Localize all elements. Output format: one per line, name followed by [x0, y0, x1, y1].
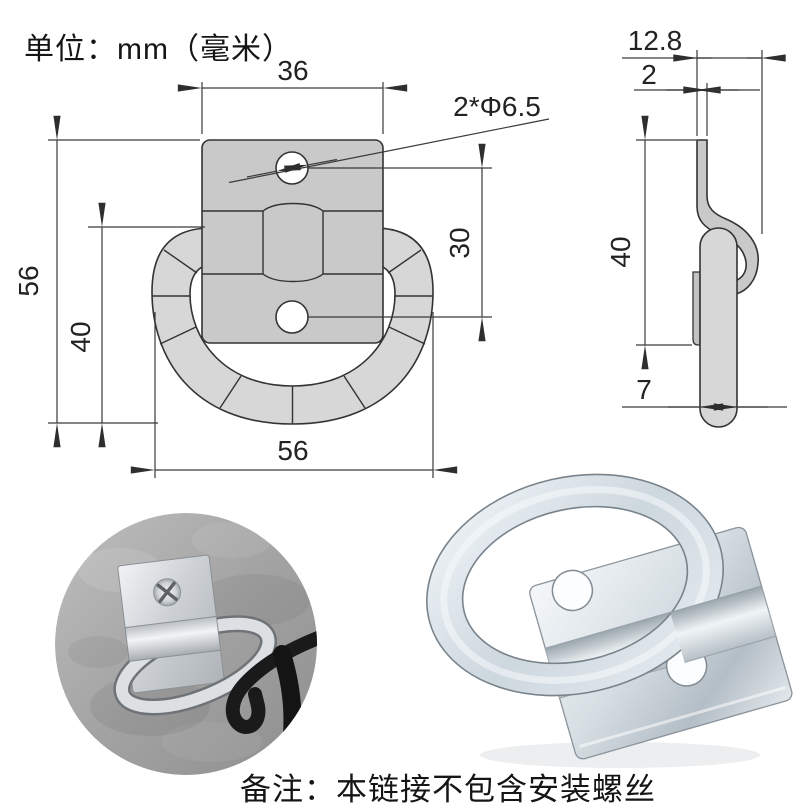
product-shadow [480, 742, 760, 768]
product-hole-top [551, 569, 594, 612]
installed-photo [55, 513, 317, 775]
installed-channel [124, 615, 222, 662]
product-ring-group [426, 473, 724, 697]
installed-anchor [113, 554, 278, 716]
phillips-screw-cross-icon [156, 581, 178, 603]
plate-channel-lines [202, 202, 383, 283]
mounting-plate-front [201, 139, 384, 344]
dim-plate-height: 40 [605, 236, 636, 267]
black-hook-shaft [273, 645, 302, 766]
product-d-ring [426, 473, 724, 697]
hole-callout-arrow-left [246, 162, 301, 178]
hole-callout-label: 2*Φ6.5 [453, 91, 541, 122]
hole-callout-leader [228, 118, 550, 184]
ring-profile-capsule [699, 227, 738, 428]
side-view-dimensions: 12.8 2 40 7 [605, 25, 787, 411]
dim-top-width: 36 [277, 55, 308, 86]
front-view-dimensions: 36 2*Φ6.5 56 40 30 56 [13, 55, 550, 478]
remark-label: 备注：本链接不包含安装螺丝 [240, 772, 656, 807]
dim-hole-spacing: 30 [444, 227, 475, 258]
plate-lower-tab [692, 271, 701, 346]
channel-over-ring-patch [670, 585, 777, 663]
ring-segment-lines [152, 249, 433, 424]
hole-callout-arrow-right [284, 158, 338, 173]
dim-bottom-width: 56 [277, 435, 308, 466]
channel-patch-edges [670, 585, 777, 663]
dim-plate-thickness: 2 [641, 59, 657, 90]
dim-overall-height: 56 [13, 265, 44, 296]
unit-label: 单位：mm（毫米） [24, 33, 293, 66]
ring-highlight [440, 486, 710, 684]
dim-ring-height: 40 [65, 321, 96, 352]
mounting-hole-bottom [275, 300, 309, 334]
product-photo [426, 473, 793, 768]
dim-wire-diameter: 7 [636, 374, 652, 405]
dim-overall-depth: 12.8 [628, 25, 683, 56]
front-view-drawing: 36 2*Φ6.5 56 40 30 56 [13, 55, 550, 478]
plate-bottom-edge-highlight [579, 686, 786, 748]
side-view-drawing: 12.8 2 40 7 [605, 25, 787, 428]
